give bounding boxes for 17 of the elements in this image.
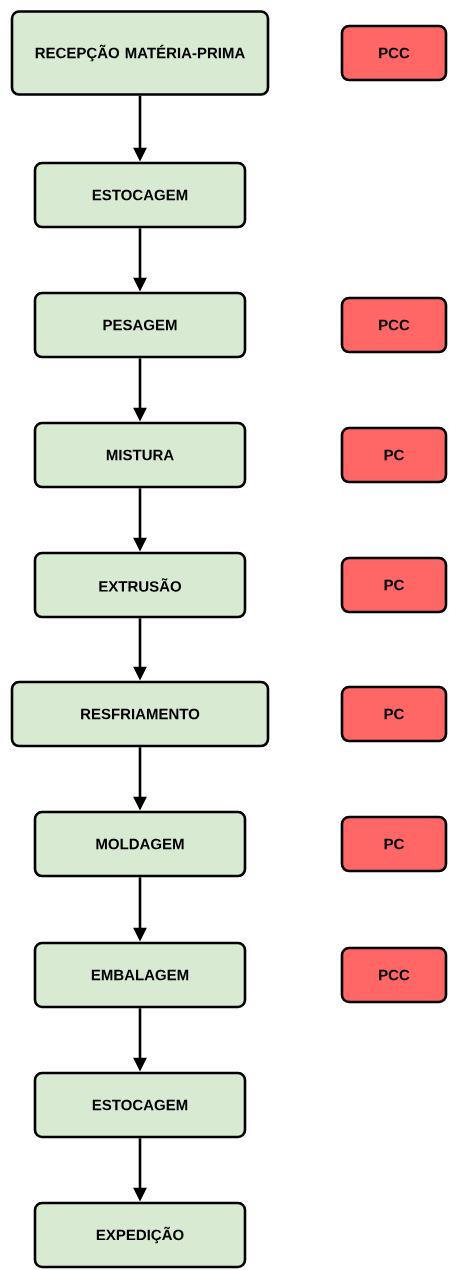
control-point-box: PCC xyxy=(340,296,448,354)
process-box: EMBALAGEM xyxy=(33,941,247,1009)
process-box: ESTOCAGEM xyxy=(33,161,247,229)
process-box: MOLDAGEM xyxy=(33,810,247,878)
process-box: EXTRUSÃO xyxy=(33,551,247,619)
control-point-box: PC xyxy=(340,556,448,614)
process-box: RESFRIAMENTO xyxy=(10,680,270,748)
process-box: ESTOCAGEM xyxy=(33,1071,247,1139)
control-point-box: PC xyxy=(340,426,448,484)
process-box: PESAGEM xyxy=(33,291,247,359)
control-point-box: PC xyxy=(340,685,448,743)
process-box: EXPEDIÇÃO xyxy=(33,1201,247,1269)
process-box: MISTURA xyxy=(33,421,247,489)
control-point-box: PCC xyxy=(340,946,448,1004)
control-point-box: PC xyxy=(340,815,448,873)
control-point-box: PCC xyxy=(340,24,448,82)
process-box: RECEPÇÃO MATÉRIA-PRIMA xyxy=(10,10,270,96)
